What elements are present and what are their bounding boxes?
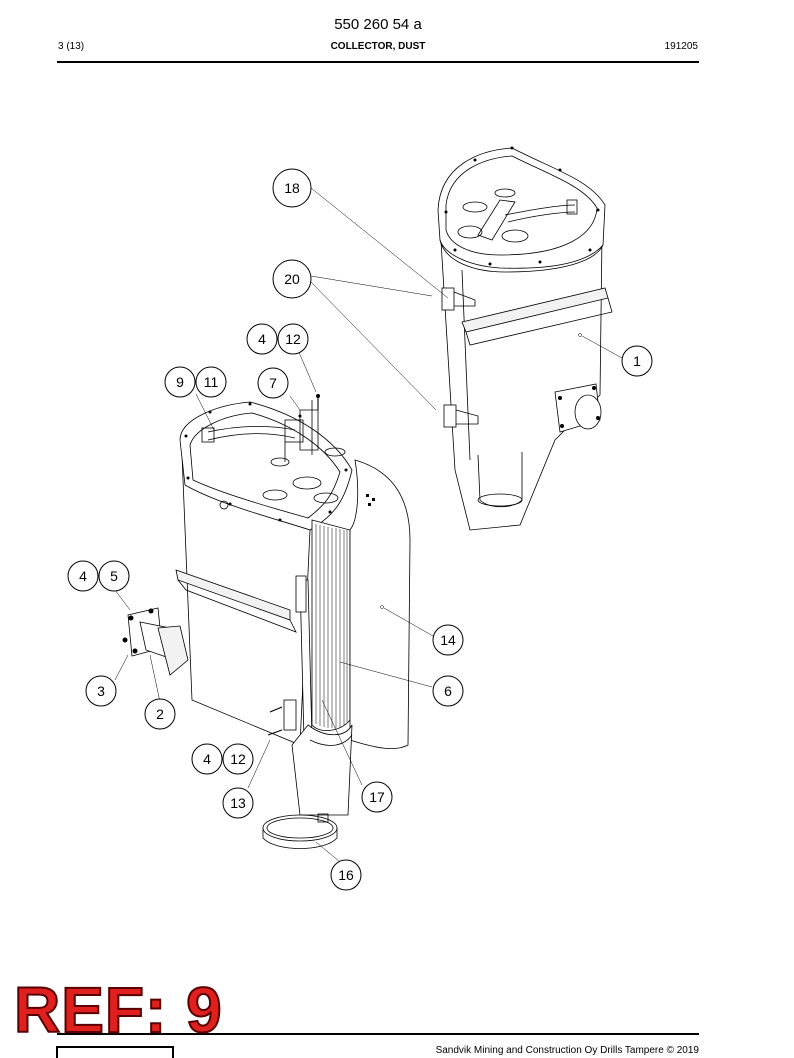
document-number: 550 260 54 a [334,16,422,33]
callout-9: 9 [164,366,196,398]
callout-12-bottom: 12 [222,743,254,775]
footer-rule [57,1033,699,1035]
svg-text:4: 4 [203,751,211,767]
svg-text:5: 5 [110,568,118,584]
callout-4-left: 4 [67,560,99,592]
svg-text:2: 2 [156,706,164,722]
company-logo [56,1046,174,1058]
svg-text:16: 16 [338,867,354,883]
document-title: COLLECTOR, DUST [330,41,426,52]
callout-11: 11 [195,366,227,398]
svg-text:7: 7 [269,375,277,391]
callout-13: 13 [222,787,254,819]
header-rule [57,61,699,63]
assembled-dust-collector [437,146,613,531]
callout-20: 20 [272,259,312,299]
svg-text:6: 6 [444,683,452,699]
callout-16: 16 [330,859,362,891]
footer-copyright: Sandvik Mining and Construction Oy Drill… [435,1045,699,1056]
svg-text:13: 13 [230,795,246,811]
callout-2: 2 [144,698,176,730]
callout-7: 7 [257,367,289,399]
callout-4-top: 4 [246,323,278,355]
svg-text:9: 9 [176,374,184,390]
callout-1: 1 [621,345,653,377]
callout-5: 5 [98,560,130,592]
leader-lines [114,187,623,863]
callout-14: 14 [432,624,464,656]
svg-text:18: 18 [284,180,300,196]
ref-stamp: REF: 9 [13,974,223,1046]
callout-6: 6 [432,675,464,707]
svg-text:4: 4 [258,331,266,347]
svg-text:17: 17 [369,789,385,805]
svg-text:3: 3 [97,683,105,699]
callout-17: 17 [361,781,393,813]
svg-text:4: 4 [79,568,87,584]
document-date: 191205 [664,41,698,52]
callout-3: 3 [85,675,117,707]
svg-text:11: 11 [204,374,219,390]
svg-text:20: 20 [284,271,300,287]
callout-18: 18 [272,168,312,208]
page-indicator: 3 (13) [58,41,85,52]
callout-12-top: 12 [277,323,309,355]
callout-4-bottom: 4 [191,743,223,775]
svg-text:12: 12 [230,751,246,767]
svg-text:14: 14 [440,632,456,648]
svg-text:12: 12 [285,331,301,347]
svg-text:1: 1 [633,353,641,369]
disassembled-dust-collector [122,394,411,849]
